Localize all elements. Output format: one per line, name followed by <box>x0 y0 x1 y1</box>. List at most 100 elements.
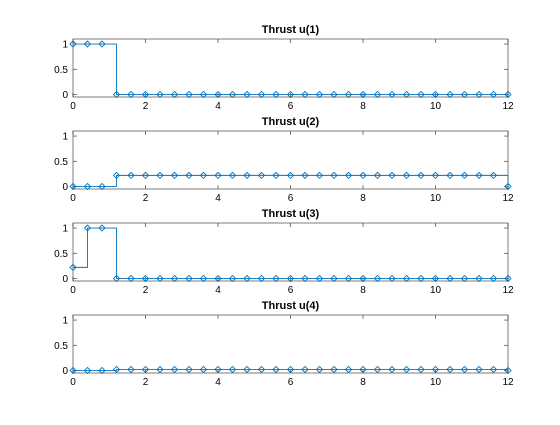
data-point-marker <box>257 274 266 283</box>
x-tick-label: 12 <box>502 285 514 296</box>
data-point-marker <box>214 274 222 283</box>
data-point-marker <box>460 365 469 374</box>
x-tick-label: 4 <box>215 285 221 296</box>
data-point-marker <box>373 274 382 283</box>
data-point-marker <box>83 182 92 191</box>
x-tick-label: 0 <box>70 377 76 388</box>
data-point-marker <box>141 90 150 99</box>
series-line-2 <box>73 174 509 187</box>
data-point-marker <box>141 274 150 283</box>
data-point-marker <box>199 90 208 99</box>
data-point-marker <box>83 366 92 375</box>
data-point-marker <box>156 90 164 99</box>
data-point-marker <box>330 274 338 283</box>
x-tick-label: 12 <box>502 193 514 204</box>
data-point-marker <box>112 90 121 99</box>
x-tick-label: 8 <box>360 377 366 388</box>
data-point-marker <box>69 182 77 191</box>
x-tick-label: 4 <box>215 101 221 112</box>
data-point-marker <box>402 274 411 283</box>
data-point-marker <box>272 171 280 180</box>
data-point-marker <box>286 90 295 99</box>
data-point-marker <box>243 171 251 180</box>
x-tick-label: 0 <box>70 285 76 296</box>
x-tick-label: 12 <box>502 377 514 388</box>
data-point-marker <box>388 274 396 283</box>
data-point-marker <box>315 274 324 283</box>
data-point-marker <box>228 365 237 374</box>
data-point-marker <box>446 171 454 180</box>
data-point-marker <box>214 365 222 374</box>
data-point-marker <box>301 171 309 180</box>
data-point-marker <box>330 171 338 180</box>
data-point-marker <box>344 365 353 374</box>
x-tick-label: 6 <box>288 285 294 296</box>
data-point-marker <box>127 274 135 283</box>
data-point-marker <box>431 274 440 283</box>
data-point-marker <box>257 90 266 99</box>
data-point-marker <box>199 171 208 180</box>
data-point-marker <box>446 274 454 283</box>
data-point-marker <box>170 274 179 283</box>
series-line-4 <box>73 369 509 371</box>
data-point-marker <box>417 365 425 374</box>
data-point-marker <box>127 365 135 374</box>
data-point-marker <box>344 274 353 283</box>
data-point-marker <box>185 90 193 99</box>
x-tick-label: 12 <box>502 101 514 112</box>
x-tick-label: 8 <box>360 285 366 296</box>
data-point-marker <box>402 90 411 99</box>
data-point-marker <box>431 365 440 374</box>
x-tick-label: 2 <box>143 193 149 204</box>
data-point-marker <box>315 171 324 180</box>
y-tick-label: 0.5 <box>54 157 68 168</box>
y-tick-label: 1 <box>62 40 68 51</box>
data-point-marker <box>475 90 483 99</box>
data-point-marker <box>214 90 222 99</box>
data-point-marker <box>475 365 483 374</box>
data-point-marker <box>156 171 164 180</box>
y-tick-label: 0 <box>62 274 68 285</box>
data-point-marker <box>315 90 324 99</box>
data-point-marker <box>388 171 396 180</box>
data-point-marker <box>504 90 512 99</box>
x-tick-label: 8 <box>360 193 366 204</box>
data-point-marker <box>402 365 411 374</box>
y-tick-label: 0.5 <box>54 249 68 260</box>
data-point-marker <box>214 171 222 180</box>
data-point-marker <box>286 365 295 374</box>
data-point-marker <box>373 90 382 99</box>
data-point-marker <box>489 171 498 180</box>
data-point-marker <box>504 182 512 191</box>
x-tick-label: 0 <box>70 101 76 112</box>
data-point-marker <box>69 366 77 375</box>
y-tick-label: 0.5 <box>54 65 68 76</box>
x-tick-label: 10 <box>430 101 442 112</box>
data-point-marker <box>344 171 353 180</box>
data-point-marker <box>489 274 498 283</box>
x-tick-label: 10 <box>430 377 442 388</box>
data-point-marker <box>127 171 135 180</box>
data-point-marker <box>112 171 121 180</box>
data-point-marker <box>243 90 251 99</box>
y-tick-label: 1 <box>62 132 68 143</box>
x-tick-label: 4 <box>215 377 221 388</box>
data-point-marker <box>141 171 150 180</box>
data-point-marker <box>373 171 382 180</box>
data-point-marker <box>199 365 208 374</box>
y-tick-label: 0 <box>62 366 68 377</box>
x-tick-label: 8 <box>360 101 366 112</box>
x-tick-label: 2 <box>143 377 149 388</box>
data-point-marker <box>98 182 106 191</box>
y-tick-label: 0.5 <box>54 341 68 352</box>
data-point-marker <box>504 274 512 283</box>
data-point-marker <box>272 90 280 99</box>
data-point-marker <box>112 274 121 283</box>
data-point-marker <box>170 171 179 180</box>
data-point-marker <box>69 40 77 48</box>
y-tick-label: 0 <box>62 90 68 101</box>
y-tick-label: 0 <box>62 182 68 193</box>
data-point-marker <box>475 274 483 283</box>
series-line-1 <box>73 43 508 95</box>
data-point-marker <box>199 274 208 283</box>
